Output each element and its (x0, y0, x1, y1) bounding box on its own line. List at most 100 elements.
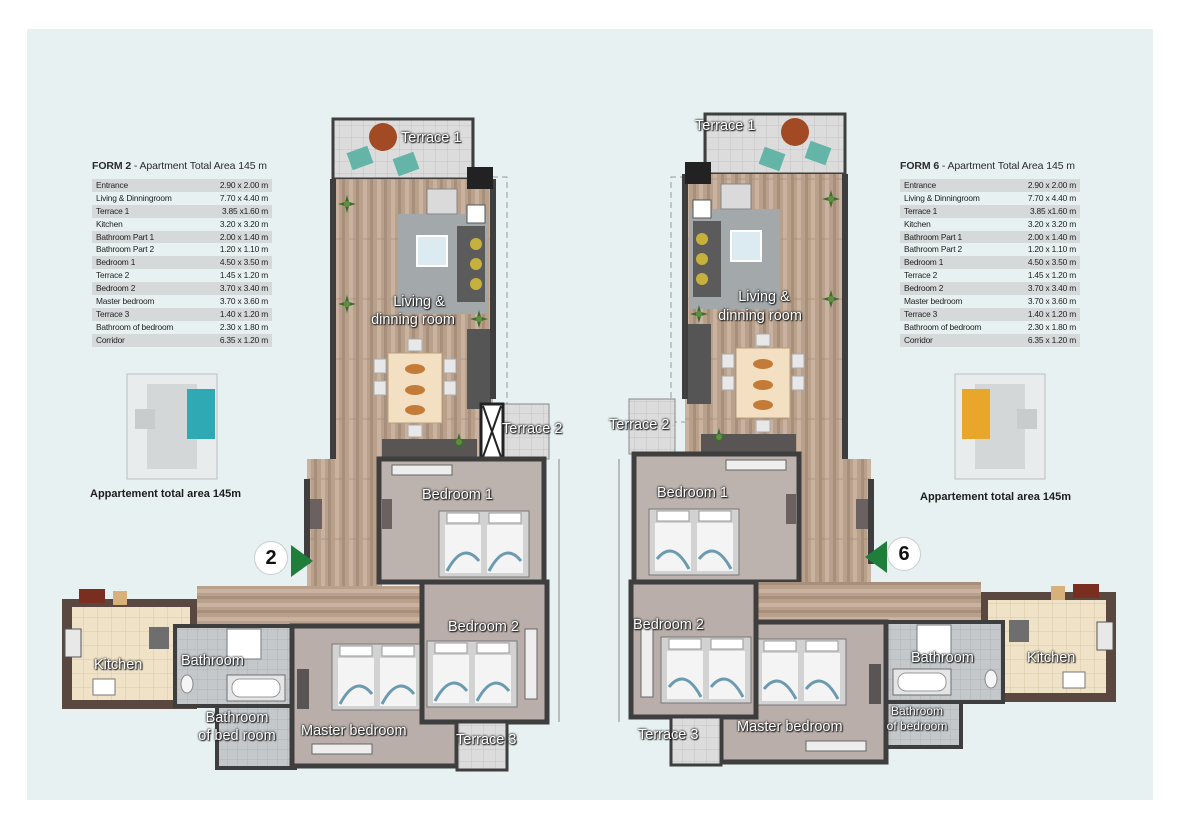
room-size: 3.70 x 3.40 m (219, 283, 268, 294)
room-size: 2.90 x 2.00 m (219, 180, 268, 190)
room-size: 3.20 x 3.20 m (1027, 218, 1076, 229)
room-name: Bathroom Part 2 (904, 244, 962, 255)
left-entrance-badge: 2 (254, 541, 288, 575)
left-label-terrace3: Terrace 3 (456, 732, 517, 748)
room-name: Bedroom 2 (96, 283, 136, 294)
right-building-thumbnail (954, 373, 1046, 480)
left-label-bathroom: Bathroom (181, 653, 244, 669)
right-entrance-badge: 6 (887, 537, 921, 571)
room-size: 6.35 x 1.20 m (1027, 334, 1076, 345)
right-label-bedroom2: Bedroom 2 (633, 617, 704, 633)
room-name: Living & Dinningroom (904, 192, 980, 203)
left-table-row: Bedroom 2 3.70 x 3.40 m (92, 282, 272, 296)
right-table-row: Bedroom 1 4.50 x 3.50 m (900, 256, 1080, 270)
room-name: Terrace 1 (904, 205, 938, 216)
room-name: Corridor (904, 334, 933, 345)
left-area-table: FORM 2 - Apartment Total Area 145 m Entr… (92, 160, 272, 347)
right-label-bathroom: Bathroom (911, 650, 974, 666)
room-name: Terrace 3 (96, 308, 130, 319)
room-size: 4.50 x 3.50 m (219, 257, 268, 268)
room-size: 1.45 x 1.20 m (219, 270, 268, 281)
right-label-bath-bed1: Bathroom (890, 704, 944, 718)
left-label-living1: Living & (393, 294, 445, 310)
left-label-terrace1: Terrace 1 (401, 130, 462, 146)
room-name: Bathroom Part 1 (96, 231, 154, 242)
room-size: 1.20 x 1.10 m (219, 244, 268, 255)
room-size: 1.45 x 1.20 m (1027, 270, 1076, 281)
left-table-row: Kitchen 3.20 x 3.20 m (92, 218, 272, 231)
room-size: 2.90 x 2.00 m (1027, 180, 1076, 190)
floor-plan-sheet: FORM 2 - Apartment Total Area 145 m Entr… (27, 29, 1153, 800)
room-name: Kitchen (904, 218, 931, 229)
room-size: 6.35 x 1.20 m (219, 334, 268, 345)
room-size: 2.30 x 1.80 m (1027, 321, 1076, 332)
room-size: 3.85 x1.60 m (1029, 205, 1076, 216)
room-name: Kitchen (96, 218, 123, 229)
right-label-terrace2: Terrace 2 (609, 417, 670, 433)
right-label-kitchen: Kitchen (1027, 650, 1076, 666)
left-label-master: Master bedroom (301, 723, 407, 739)
room-name: Terrace 3 (904, 308, 938, 319)
room-size: 2.00 x 1.40 m (1027, 231, 1076, 242)
left-caption: Appartement total area 145m (90, 488, 241, 500)
right-label-terrace3: Terrace 3 (638, 727, 699, 743)
room-name: Bathroom Part 2 (96, 244, 154, 255)
left-table-rows: Entrance 2.90 x 2.00 m Living & Dinningroo… (92, 179, 272, 347)
right-label-bedroom1: Bedroom 1 (657, 485, 728, 501)
left-table-row: Master bedroom 3.70 x 3.60 m (92, 295, 272, 308)
right-label-living2: dinning room (718, 308, 802, 324)
left-table-row: Entrance 2.90 x 2.00 m (92, 179, 272, 192)
room-size: 3.20 x 3.20 m (219, 218, 268, 229)
room-size: 3.85 x1.60 m (221, 205, 268, 216)
left-apartment-plan (62, 117, 560, 772)
room-name: Bathroom of bedroom (904, 321, 982, 332)
right-table-row: Bathroom Part 2 1.20 x 1.10 m (900, 243, 1080, 256)
left-label-living2: dinning room (371, 312, 455, 328)
left-table-title: FORM 2 - Apartment Total Area 145 m (92, 160, 267, 172)
right-apartment-plan (618, 112, 1116, 767)
room-name: Terrace 1 (96, 205, 130, 216)
room-size: 3.70 x 3.60 m (219, 296, 268, 307)
right-label-living1: Living & (738, 289, 790, 305)
room-name: Master bedroom (904, 296, 963, 307)
room-name: Master bedroom (96, 296, 155, 307)
room-name: Terrace 2 (96, 270, 130, 281)
right-table-row: Corridor 6.35 x 1.20 m (900, 333, 1080, 347)
room-name: Bedroom 2 (904, 283, 944, 294)
room-name: Entrance (96, 180, 128, 190)
room-name: Living & Dinningroom (96, 192, 172, 203)
room-name: Bedroom 1 (904, 257, 944, 268)
left-table-row: Bathroom of bedroom 2.30 x 1.80 m (92, 321, 272, 334)
room-name: Terrace 2 (904, 270, 938, 281)
room-size: 4.50 x 3.50 m (1027, 257, 1076, 268)
right-table-row: Bathroom Part 1 2.00 x 1.40 m (900, 230, 1080, 244)
right-label-master: Master bedroom (737, 719, 843, 735)
room-name: Bathroom Part 1 (904, 231, 962, 242)
left-table-row: Bathroom Part 2 1.20 x 1.10 m (92, 243, 272, 256)
left-label-bedroom1: Bedroom 1 (422, 487, 493, 503)
right-area-table: FORM 6 - Apartment Total Area 145 m Entr… (900, 160, 1080, 347)
room-name: Bathroom of bedroom (96, 321, 174, 332)
left-table-row: Terrace 2 1.45 x 1.20 m (92, 269, 272, 282)
floor-plan-drawing (62, 112, 1116, 772)
room-size: 1.20 x 1.10 m (1027, 244, 1076, 255)
left-building-thumbnail (126, 373, 218, 480)
room-size: 2.30 x 1.80 m (219, 321, 268, 332)
right-table-row: Bathroom of bedroom 2.30 x 1.80 m (900, 321, 1080, 334)
right-table-row: Kitchen 3.20 x 3.20 m (900, 218, 1080, 231)
right-label-bath-bed2: of bedroom (886, 719, 948, 733)
right-table-row: Terrace 2 1.45 x 1.20 m (900, 269, 1080, 282)
left-label-bedroom2: Bedroom 2 (448, 619, 519, 635)
left-label-bath-bed1: Bathroom (205, 710, 269, 726)
left-label-kitchen: Kitchen (94, 657, 143, 673)
